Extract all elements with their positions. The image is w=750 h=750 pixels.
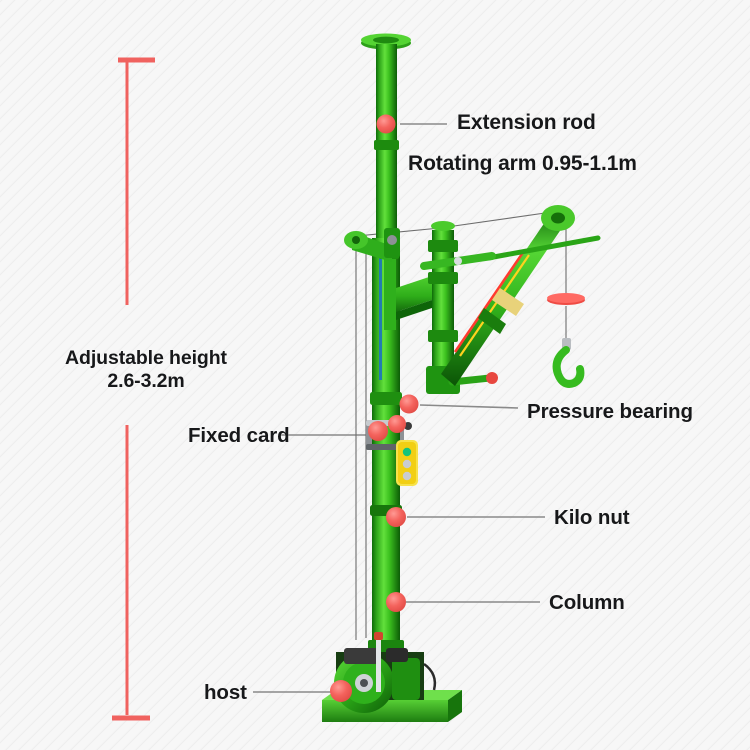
marker-pressure-bearing xyxy=(399,394,419,414)
leader-pressure-bearing xyxy=(419,404,519,409)
control-pendant[interactable] xyxy=(396,440,418,486)
hook-assembly xyxy=(547,293,585,388)
callout-label-fixed-card: Fixed card xyxy=(188,424,290,447)
callout-label-column: Column xyxy=(549,591,625,614)
callout-label-rotating-arm: Rotating arm 0.95-1.1m xyxy=(408,152,637,175)
callout-label-host: host xyxy=(204,681,247,704)
marker-host xyxy=(330,680,352,702)
adjustable-height-dimension xyxy=(112,57,155,721)
callout-label-kilo-nut: Kilo nut xyxy=(554,506,630,529)
marker-column xyxy=(386,592,406,612)
leader-lines xyxy=(253,123,545,693)
dimension-label-line2: 2.6-3.2m xyxy=(107,370,185,392)
marker-kilo-nut xyxy=(386,507,406,527)
extension-rod xyxy=(374,44,399,240)
winch-host xyxy=(322,632,462,722)
marker-fixed-card-2 xyxy=(388,415,406,433)
dimension-label-line1: Adjustable height xyxy=(65,347,227,369)
marker-fixed-card xyxy=(368,421,388,441)
callout-label-pressure-bearing: Pressure bearing xyxy=(527,400,693,423)
marker-extension-rod xyxy=(376,114,396,134)
top-plate xyxy=(361,33,411,50)
callout-markers xyxy=(330,114,419,702)
jib-boom xyxy=(420,205,601,386)
dimension-label: Adjustable height 2.6-3.2m xyxy=(46,347,246,393)
mast-head-pulley xyxy=(344,228,400,262)
callout-label-extension-rod: Extension rod xyxy=(457,111,596,134)
